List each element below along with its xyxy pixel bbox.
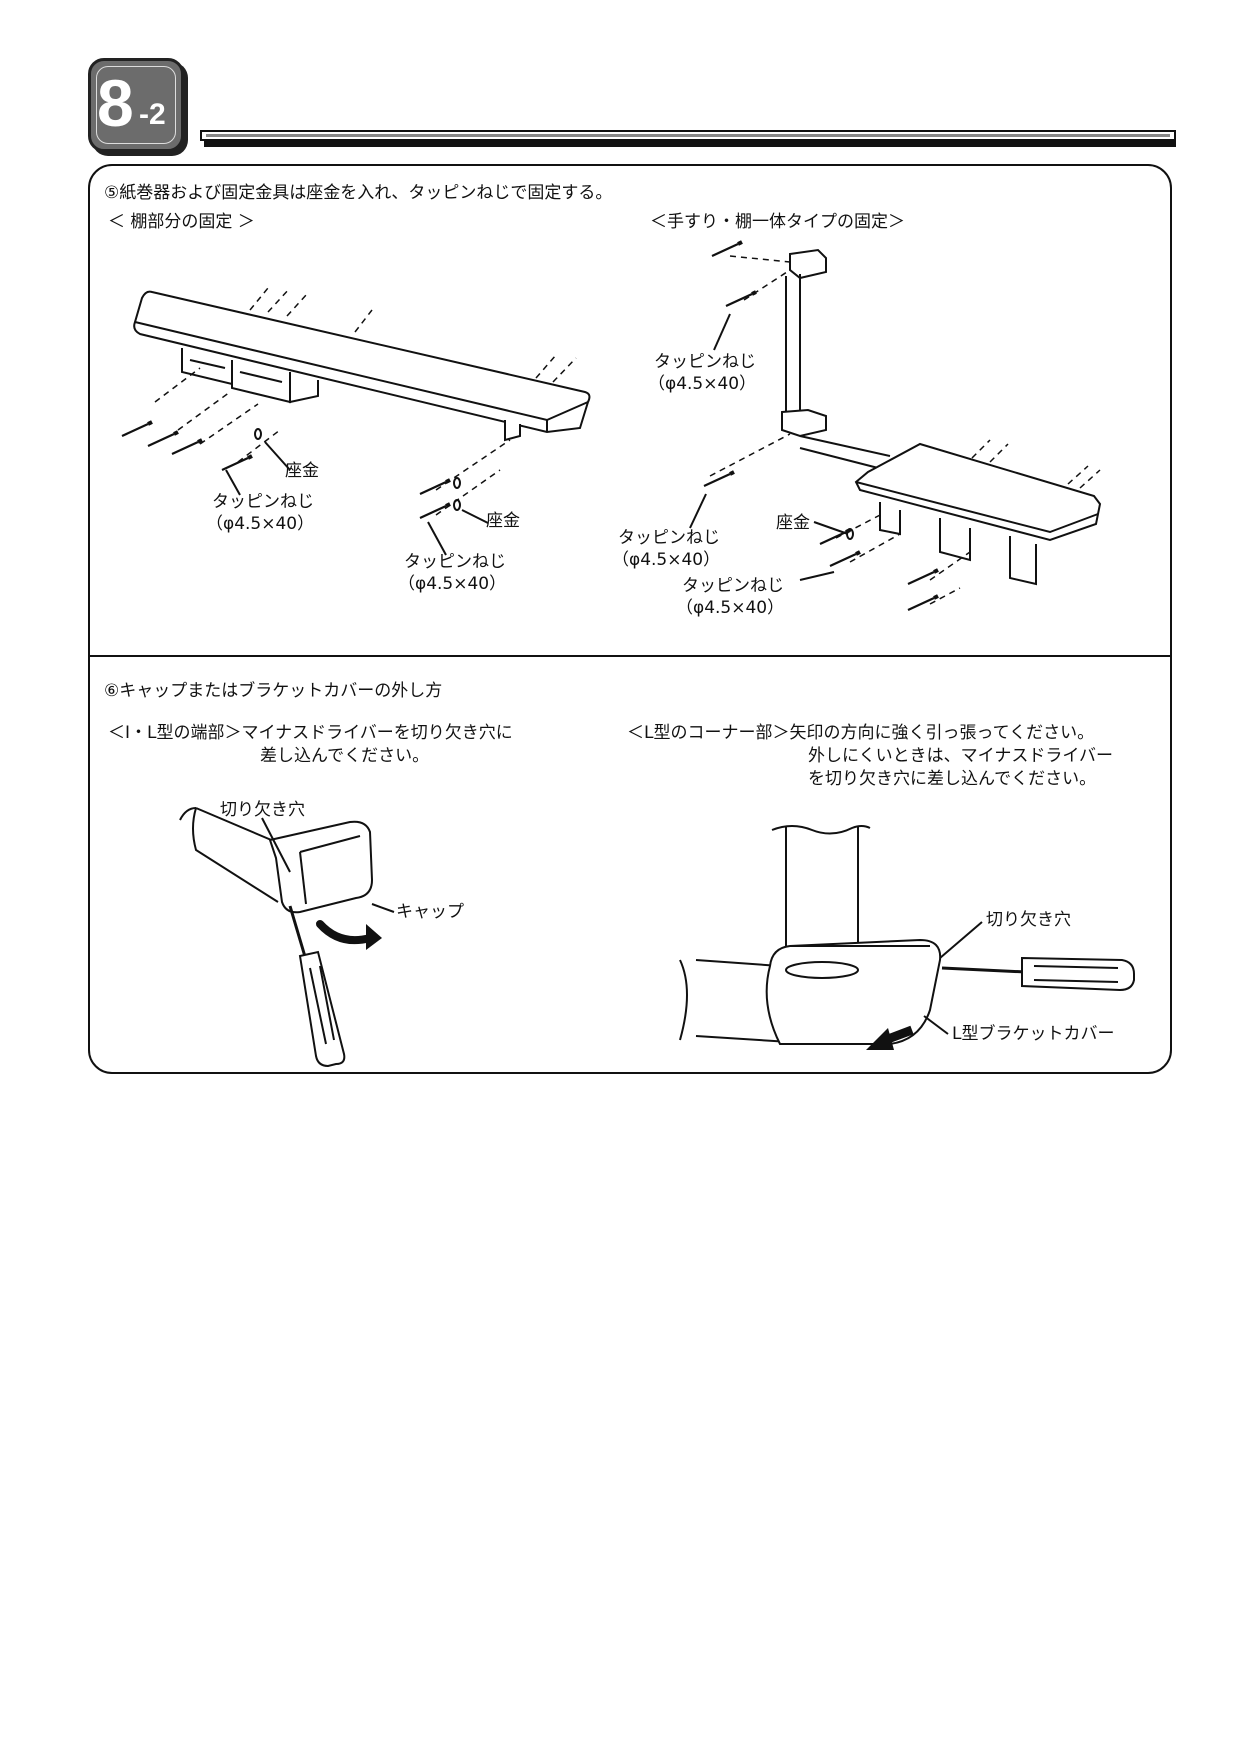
step5-title: ⑤紙巻器および固定金具は座金を入れ、タッピンねじで固定する。	[104, 183, 613, 203]
l-bracket-cover-illustration	[679, 825, 1135, 1050]
il-end-instruction-line2: 差し込んでください。	[260, 746, 430, 766]
handrail-shelf-fixing-heading: ＜手すり・棚一体タイプの固定＞	[650, 212, 905, 232]
step6-title: ⑥キャップまたはブラケットカバーの外し方	[104, 681, 443, 701]
bracket-cover-label: L型ブラケットカバー	[952, 1024, 1115, 1044]
header-rule	[200, 130, 1176, 141]
l-corner-instruction-line2: 外しにくいときは、マイナスドライバー	[808, 746, 1113, 766]
cap-removal-illustration	[179, 807, 395, 1068]
notch-hole-label-right: 切り欠き穴	[986, 910, 1071, 930]
l-corner-instruction-line1: ＜L型のコーナー部＞矢印の方向に強く引っ張ってください。	[627, 723, 1095, 743]
screw-label-left-2: タッピンねじ	[404, 552, 506, 572]
screw-label-right-2: タッピンねじ	[618, 528, 720, 548]
screw-size-label-left-2: （φ4.5×40）	[398, 574, 507, 594]
content-frame	[88, 164, 1172, 1074]
screw-size-label-right-3: （φ4.5×40）	[676, 598, 785, 618]
handrail-shelf-illustration	[689, 240, 1102, 612]
section-divider	[88, 655, 1172, 657]
notch-hole-label-left: 切り欠き穴	[220, 800, 305, 820]
l-corner-instruction-line3: を切り欠き穴に差し込んでください。	[808, 769, 1097, 789]
il-end-instruction-line1: ＜I・L型の端部＞マイナスドライバーを切り欠き穴に	[108, 723, 513, 743]
shelf-fixing-heading: ＜ 棚部分の固定 ＞	[108, 212, 255, 232]
section-badge: 8 -2	[88, 58, 184, 152]
section-number: 8	[97, 66, 134, 140]
washer-label-right: 座金	[776, 513, 810, 533]
screw-size-label-left-1: （φ4.5×40）	[206, 514, 315, 534]
screw-size-label-right-1: （φ4.5×40）	[648, 374, 757, 394]
screw-size-label-right-2: （φ4.5×40）	[612, 550, 721, 570]
badge-inner-outline	[96, 66, 176, 144]
section-subnumber: -2	[139, 98, 166, 131]
shelf-illustration	[120, 287, 591, 556]
screw-label-right-3: タッピンねじ	[682, 576, 784, 596]
washer-label-left-2: 座金	[486, 511, 520, 531]
cap-label: キャップ	[396, 902, 464, 922]
screw-label-left-1: タッピンねじ	[212, 492, 314, 512]
header-rule-shadow	[204, 141, 1176, 147]
screw-label-right-1: タッピンねじ	[654, 352, 756, 372]
washer-label-left-1: 座金	[285, 461, 319, 481]
